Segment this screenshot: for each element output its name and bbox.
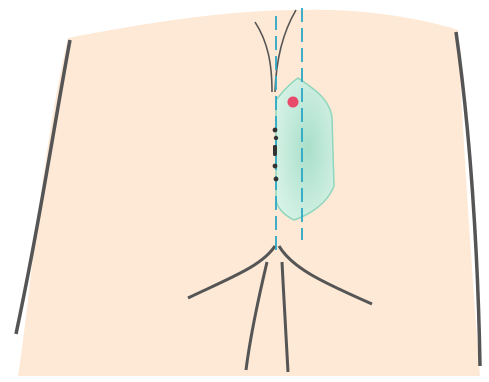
- suture-dot: [274, 177, 279, 182]
- skin-region: [18, 10, 480, 376]
- red-dot-marker-icon: [288, 97, 299, 108]
- suture-dot: [273, 145, 277, 156]
- suture-dot: [273, 128, 278, 133]
- suture-dot: [274, 136, 278, 140]
- suture-dot: [273, 164, 278, 169]
